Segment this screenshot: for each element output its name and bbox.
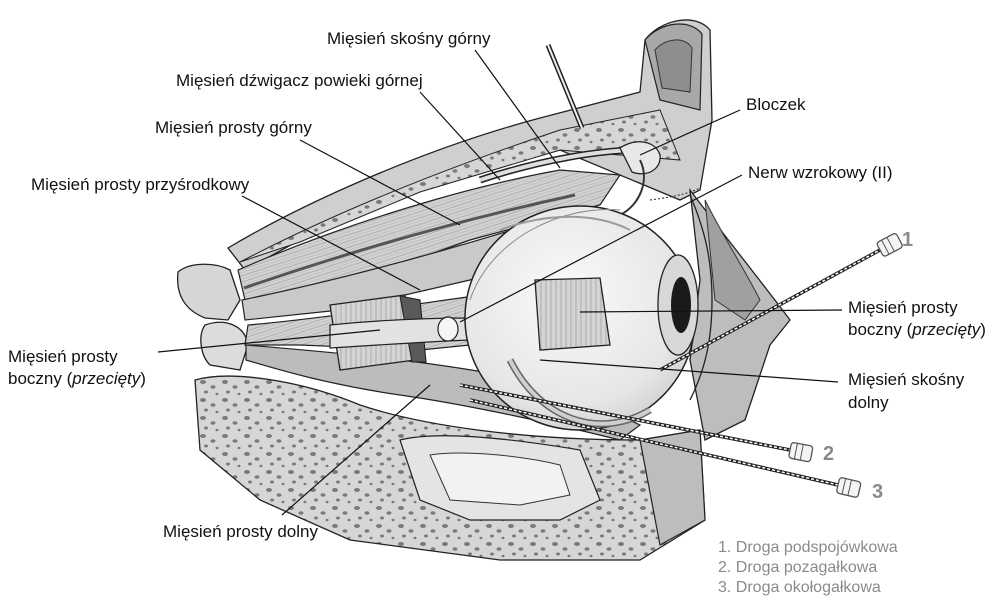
label-lateral-rectus-left-line2: boczny ( (8, 369, 73, 388)
eyeball (465, 206, 698, 430)
label-levator-palpebrae: Mięsień dźwigacz powieki górnej (176, 71, 423, 90)
label-superior-oblique: Mięsień skośny górny (327, 29, 491, 48)
label-lateral-rectus-right-line1: Mięsień prosty (848, 298, 958, 317)
label-lateral-rectus-right: Mięsień prosty (848, 298, 958, 317)
label-lateral-rectus-right-b: boczny (przecięty) (848, 320, 986, 339)
legend-item-1: 1. Droga podspojówkowa (718, 539, 898, 556)
label-lateral-rectus-left-line1: Mięsień prosty (8, 347, 118, 366)
label-lateral-rectus-right-line2: boczny ( (848, 320, 913, 339)
legend-item-2: 2. Droga pozagałkowa (718, 559, 877, 576)
route-number-1: 1 (902, 229, 913, 251)
label-lateral-rectus-right-close: ) (980, 320, 986, 339)
label-optic-nerve: Nerw wzrokowy (II) (748, 163, 893, 182)
label-lateral-rectus-left-b: boczny (przecięty) (8, 369, 146, 388)
label-inferior-oblique-line1: Mięsień skośny (848, 370, 965, 389)
label-lateral-rectus-right-cut: przecięty (911, 320, 982, 339)
label-inferior-oblique-line2: dolny (848, 393, 889, 412)
legend: 1. Droga podspojówkowa 2. Droga pozagałk… (718, 539, 898, 596)
label-lateral-rectus-left-cut: przecięty (71, 369, 142, 388)
orbit-apex-bone (178, 264, 248, 370)
legend-item-3: 3. Droga okołogałkowa (718, 579, 881, 596)
label-lateral-rectus-left-close: ) (140, 369, 146, 388)
route-number-2: 2 (823, 443, 834, 465)
label-lateral-rectus-left: Mięsień prosty (8, 347, 118, 366)
lateral-orbital-rim (690, 190, 790, 440)
label-inferior-rectus: Mięsień prosty dolny (163, 522, 318, 541)
label-medial-rectus: Mięsień prosty przyśrodkowy (31, 175, 250, 194)
label-trochlea: Bloczek (746, 95, 806, 114)
route-number-3: 3 (872, 481, 883, 503)
label-superior-rectus: Mięsień prosty górny (155, 118, 312, 137)
